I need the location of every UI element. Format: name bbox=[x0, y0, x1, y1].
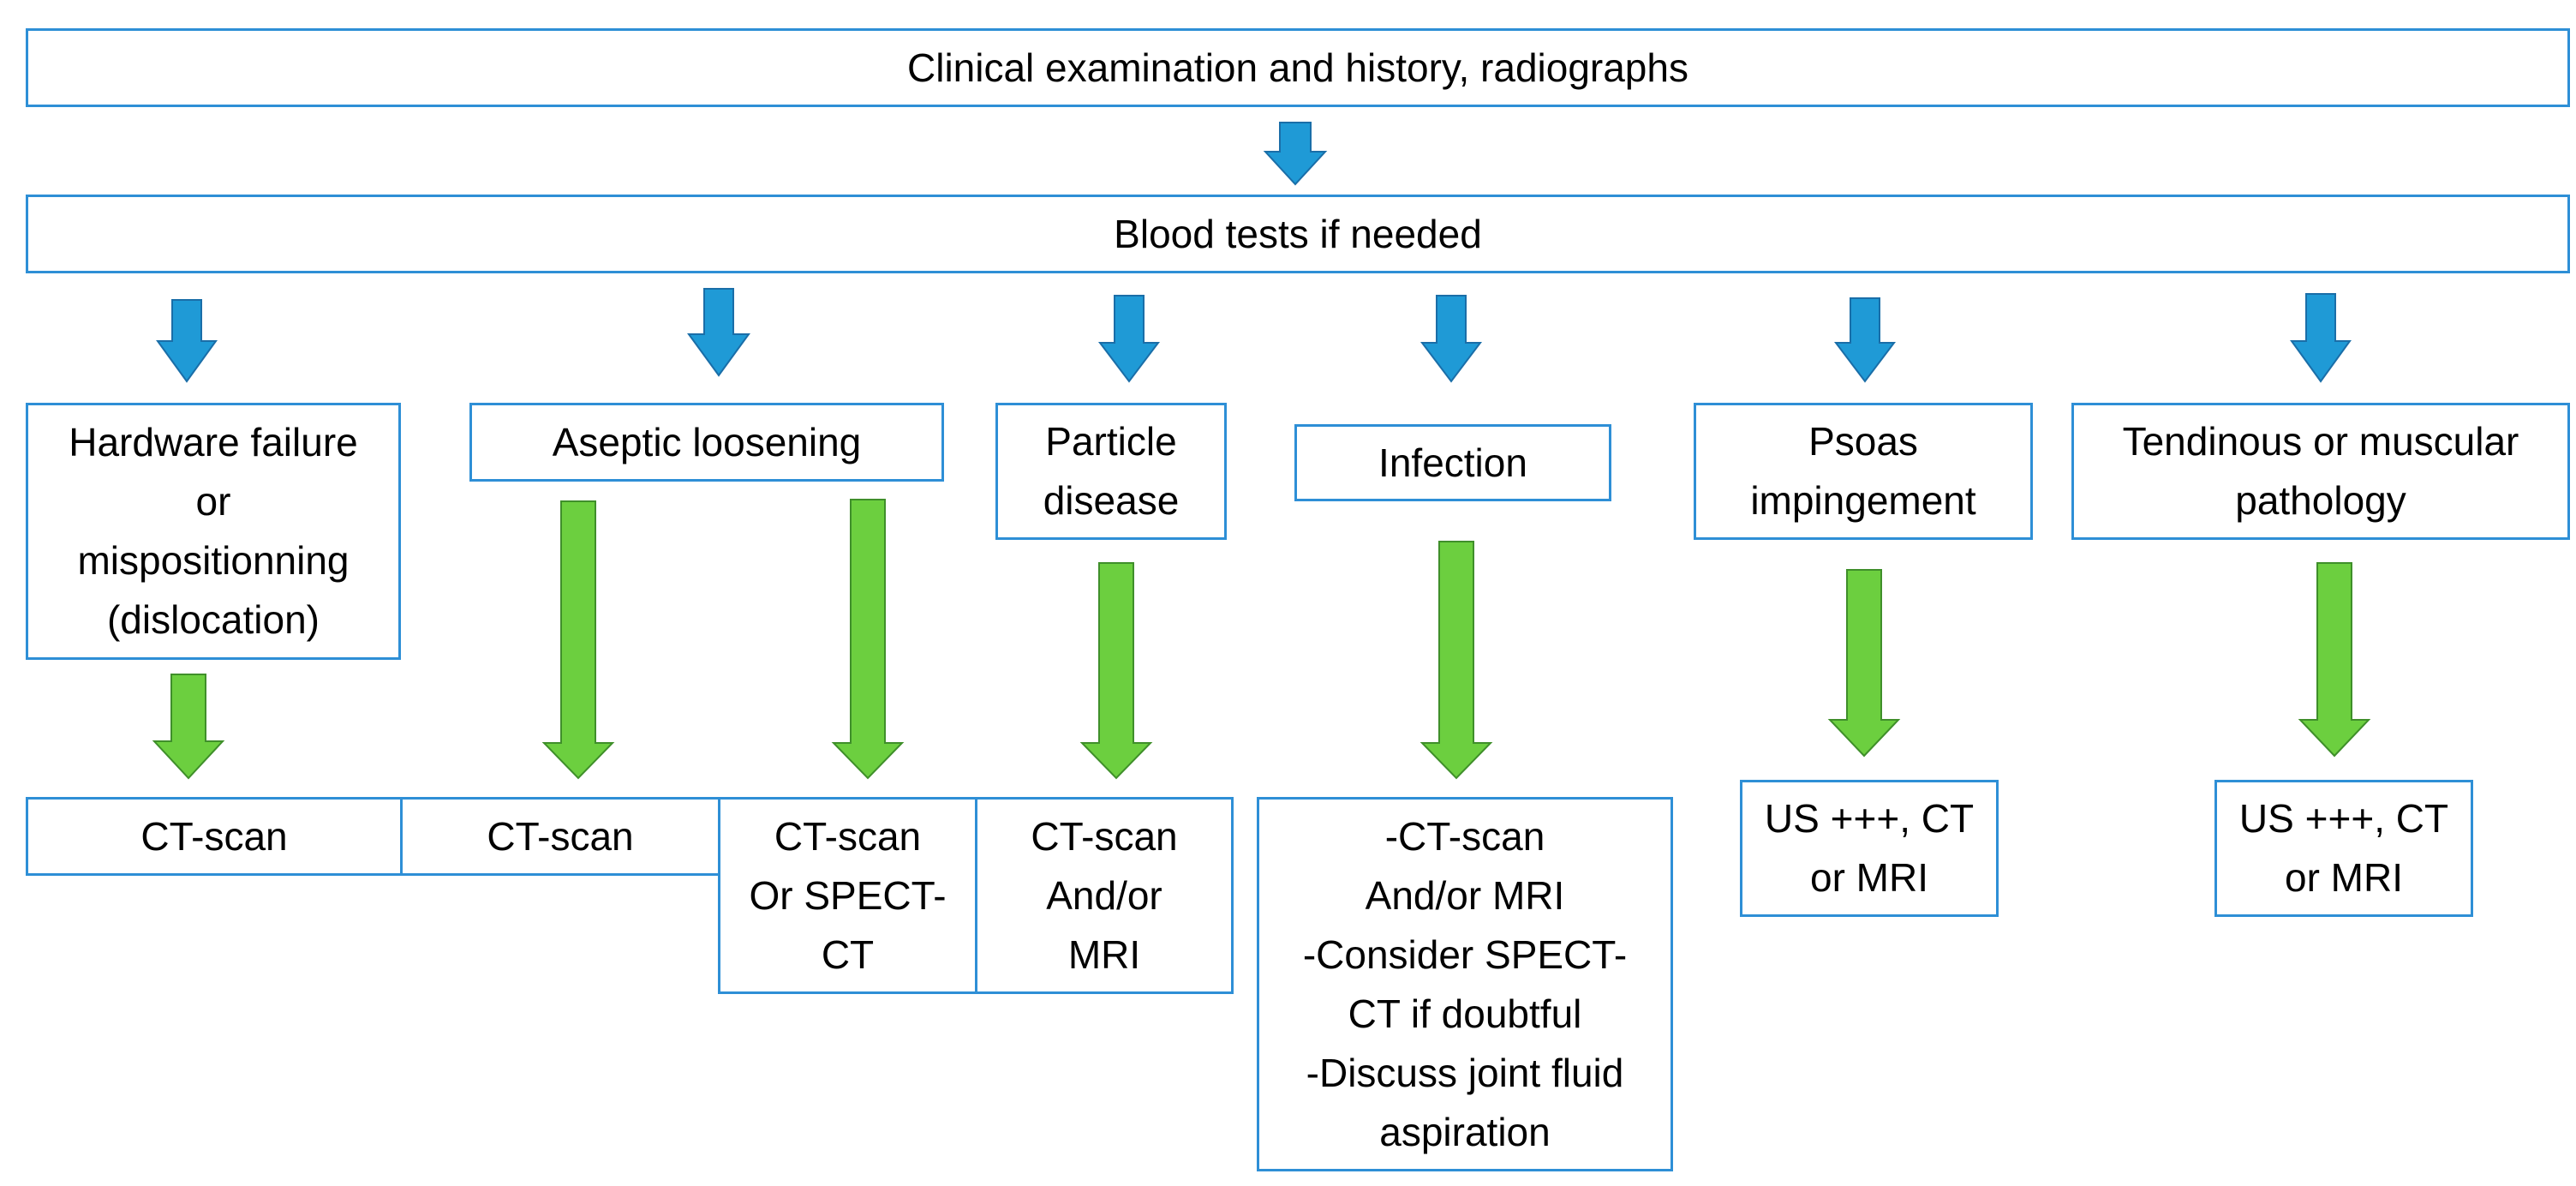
outcome-label: US +++, CT or MRI bbox=[2238, 796, 2449, 900]
blood-tests-box: Blood tests if needed bbox=[26, 195, 2570, 273]
down-arrow-icon bbox=[687, 288, 750, 377]
outcome-aseptic-spect-box: CT-scan Or SPECT- CT bbox=[718, 797, 977, 994]
outcome-infection-box: -CT-scan And/or MRI -Consider SPECT- CT … bbox=[1257, 797, 1673, 1171]
outcome-label: CT-scan And/or MRI bbox=[1031, 813, 1178, 977]
category-tendinous-box: Tendinous or muscular pathology bbox=[2071, 403, 2570, 540]
down-arrow-icon bbox=[2298, 562, 2371, 758]
category-label: Hardware failure or mispositionning (dis… bbox=[69, 420, 358, 642]
down-arrow-icon bbox=[152, 674, 225, 780]
outcome-tendinous-box: US +++, CT or MRI bbox=[2214, 780, 2473, 917]
category-particle-box: Particle disease bbox=[995, 403, 1227, 540]
down-arrow-icon bbox=[2290, 293, 2352, 383]
category-label: Tendinous or muscular pathology bbox=[2122, 419, 2519, 523]
outcome-particle-box: CT-scan And/or MRI bbox=[975, 797, 1234, 994]
category-label: Psoas impingement bbox=[1750, 419, 1976, 523]
category-label: Aseptic loosening bbox=[552, 419, 862, 464]
down-arrow-icon bbox=[1833, 297, 1897, 383]
category-psoas-box: Psoas impingement bbox=[1694, 403, 2033, 540]
down-arrow-icon bbox=[541, 500, 615, 780]
category-aseptic-box: Aseptic loosening bbox=[469, 403, 944, 482]
blood-tests-label: Blood tests if needed bbox=[1114, 211, 1482, 256]
outcome-label: -CT-scan And/or MRI -Consider SPECT- CT … bbox=[1302, 813, 1628, 1154]
clinical-exam-box: Clinical examination and history, radiog… bbox=[26, 28, 2570, 107]
down-arrow-icon bbox=[1097, 295, 1161, 383]
down-arrow-icon bbox=[831, 499, 905, 780]
down-arrow-icon bbox=[1827, 569, 1901, 758]
category-infection-box: Infection bbox=[1294, 424, 1611, 501]
category-hardware-box: Hardware failure or mispositionning (dis… bbox=[26, 403, 401, 660]
down-arrow-icon bbox=[1419, 541, 1493, 780]
outcome-label: CT-scan Or SPECT- CT bbox=[749, 813, 947, 977]
down-arrow-icon bbox=[1263, 122, 1328, 186]
down-arrow-icon bbox=[156, 299, 218, 383]
down-arrow-icon bbox=[1419, 295, 1483, 383]
outcome-label: CT-scan bbox=[487, 813, 634, 859]
clinical-exam-label: Clinical examination and history, radiog… bbox=[907, 45, 1688, 90]
outcome-label: CT-scan bbox=[140, 813, 288, 859]
category-label: Infection bbox=[1378, 440, 1527, 485]
outcome-hardware-box: CT-scan bbox=[26, 797, 403, 876]
category-label: Particle disease bbox=[1043, 419, 1180, 523]
outcome-aseptic-ct-box: CT-scan bbox=[400, 797, 720, 876]
down-arrow-icon bbox=[1079, 562, 1153, 780]
outcome-psoas-box: US +++, CT or MRI bbox=[1740, 780, 1999, 917]
outcome-label: US +++, CT or MRI bbox=[1764, 796, 1975, 900]
